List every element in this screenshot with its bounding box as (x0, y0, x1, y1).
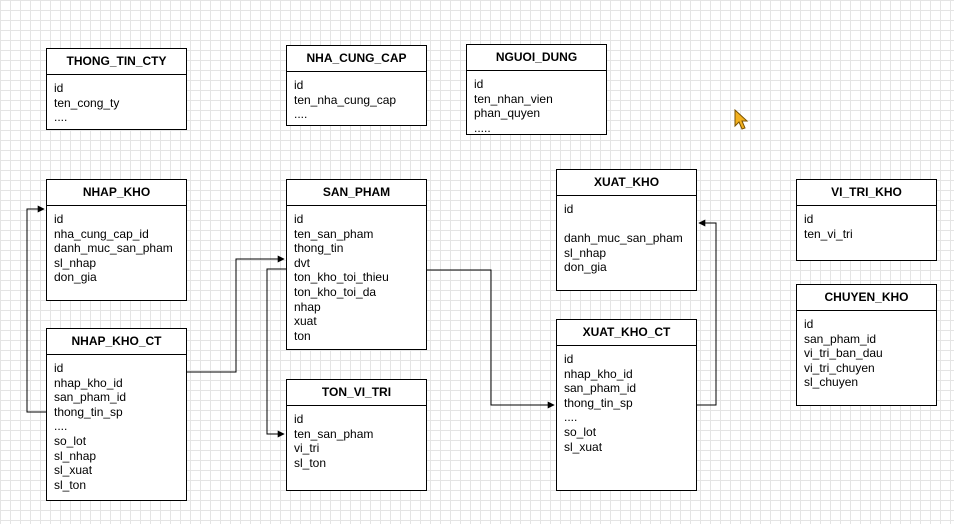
entity-title: CHUYEN_KHO (797, 285, 936, 311)
field-ellipsis: .... (54, 110, 68, 125)
entity-nha-cung-cap[interactable]: NHA_CUNG_CAP id ten_nha_cung_cap .... (286, 45, 427, 126)
field-sl-nhap: sl_nhap (54, 255, 97, 270)
field-thong-tin-sp: thong_tin_sp (564, 395, 633, 410)
connector-nhap-kho-ct-to-san-pham (187, 255, 285, 373)
field-id: id (474, 77, 484, 91)
field-so-lot: so_lot (54, 433, 87, 448)
connector-san-pham-to-xuat-kho-ct (427, 269, 555, 409)
entity-san-pham[interactable]: SAN_PHAM id ten_san_pham thong_tin dvt t… (286, 179, 427, 350)
field-nhap: nhap (294, 299, 321, 314)
field-ten-san-pham: ten_san_pham (294, 226, 374, 241)
field-vi-tri-ban-dau: vi_tri_ban_dau (804, 346, 883, 361)
entity-title: XUAT_KHO_CT (557, 320, 696, 346)
entity-nhap-kho[interactable]: NHAP_KHO id nha_cung_cap_id danh_muc_san… (46, 179, 187, 301)
field-phan-quyen: phan_quyen (474, 106, 541, 121)
field-nhap-kho-id: nhap_kho_id (54, 375, 123, 390)
entity-title: THONG_TIN_CTY (47, 49, 186, 75)
entity-ton-vi-tri[interactable]: TON_VI_TRI id ten_san_pham vi_tri sl_ton (286, 379, 427, 491)
field-ten-cong-ty: ten_cong_ty (54, 95, 120, 110)
field-don-gia: don_gia (564, 260, 607, 275)
entity-title: NHA_CUNG_CAP (287, 46, 426, 72)
field-sl-chuyen: sl_chuyen (804, 375, 859, 390)
connector-xuat-kho-ct-to-xuat-kho (697, 219, 717, 406)
field-ellipsis: .... (564, 410, 578, 425)
field-ellipsis: ..... (474, 120, 491, 135)
field-san-pham-id: san_pham_id (54, 390, 127, 405)
field-id: id (54, 81, 64, 95)
field-thong-tin: thong_tin (294, 241, 344, 256)
field-danh-muc-san-pham: danh_muc_san_pham (54, 241, 173, 256)
field-sl-nhap: sl_nhap (54, 448, 97, 463)
field-vi-tri-chuyen: vi_tri_chuyen (804, 360, 875, 375)
entity-chuyen-kho[interactable]: CHUYEN_KHO id san_pham_id vi_tri_ban_dau… (796, 284, 937, 406)
field-sl-ton: sl_ton (294, 455, 327, 470)
field-ellipsis: .... (54, 419, 68, 434)
field-san-pham-id: san_pham_id (564, 381, 637, 396)
field-blank (564, 217, 689, 232)
field-ton: ton (294, 328, 311, 343)
field-ten-nha-cung-cap: ten_nha_cung_cap (294, 92, 397, 107)
field-so-lot: so_lot (564, 424, 597, 439)
field-thong-tin-sp: thong_tin_sp (54, 404, 123, 419)
entity-title: NHAP_KHO_CT (47, 329, 186, 355)
field-danh-muc-san-pham: danh_muc_san_pham (564, 231, 683, 246)
connector-san-pham-to-ton-vi-tri (266, 268, 286, 438)
field-sl-xuat: sl_xuat (564, 439, 603, 454)
entity-thong-tin-cty[interactable]: THONG_TIN_CTY id ten_cong_ty .... (46, 48, 187, 130)
field-id: id (804, 212, 814, 226)
field-nha-cung-cap-id: nha_cung_cap_id (54, 226, 149, 241)
connector-nhap-kho-ct-to-nhap-kho (26, 205, 46, 413)
field-dvt: dvt (294, 255, 311, 270)
field-vi-tri: vi_tri (294, 441, 320, 456)
field-id: id (294, 412, 304, 426)
entity-title: XUAT_KHO (557, 170, 696, 196)
field-id: id (804, 317, 814, 331)
field-sl-xuat: sl_xuat (54, 463, 93, 478)
entity-title: TON_VI_TRI (287, 380, 426, 406)
entity-vi-tri-kho[interactable]: VI_TRI_KHO id ten_vi_tri (796, 179, 937, 261)
field-sl-nhap: sl_nhap (564, 245, 607, 260)
field-xuat: xuat (294, 314, 317, 329)
field-ten-vi-tri: ten_vi_tri (804, 226, 853, 241)
entity-xuat-kho[interactable]: XUAT_KHO id danh_muc_san_pham sl_nhap do… (556, 169, 697, 291)
field-id: id (294, 212, 304, 226)
entity-nguoi-dung[interactable]: NGUOI_DUNG id ten_nhan_vien phan_quyen .… (466, 44, 607, 135)
field-ten-nhan-vien: ten_nhan_vien (474, 91, 553, 106)
field-id: id (54, 212, 64, 226)
field-don-gia: don_gia (54, 270, 97, 285)
field-id: id (564, 352, 574, 366)
field-san-pham-id: san_pham_id (804, 331, 877, 346)
field-id: id (564, 202, 574, 216)
entity-nhap-kho-ct[interactable]: NHAP_KHO_CT id nhap_kho_id san_pham_id t… (46, 328, 187, 501)
entity-title: NGUOI_DUNG (467, 45, 606, 71)
entity-xuat-kho-ct[interactable]: XUAT_KHO_CT id nhap_kho_id san_pham_id t… (556, 319, 697, 491)
field-ton-kho-toi-thieu: ton_kho_toi_thieu (294, 270, 389, 285)
field-nhap-kho-id: nhap_kho_id (564, 366, 633, 381)
field-ten-san-pham: ten_san_pham (294, 426, 374, 441)
field-id: id (54, 361, 64, 375)
mouse-cursor-icon (734, 109, 749, 130)
field-ellipsis: .... (294, 107, 308, 122)
entity-title: VI_TRI_KHO (797, 180, 936, 206)
field-id: id (294, 78, 304, 92)
field-ton-kho-toi-da: ton_kho_toi_da (294, 284, 377, 299)
entity-title: SAN_PHAM (287, 180, 426, 206)
field-sl-ton: sl_ton (54, 477, 87, 492)
entity-title: NHAP_KHO (47, 180, 186, 206)
